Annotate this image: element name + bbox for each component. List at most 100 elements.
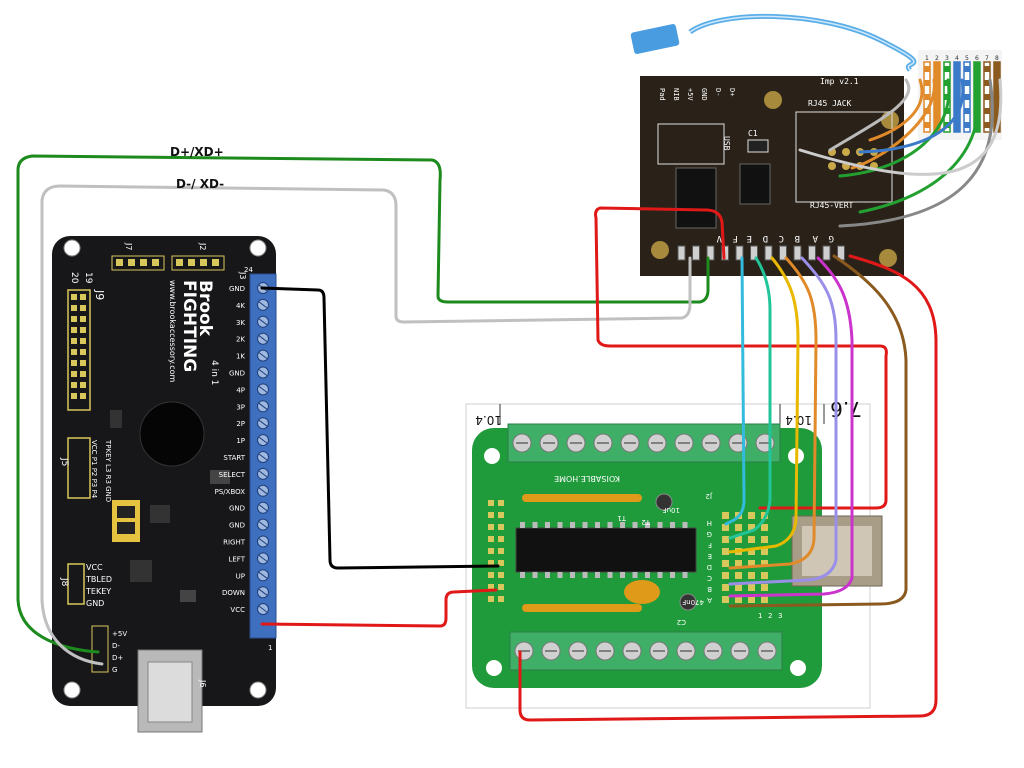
pin-number-1: 1 [268, 644, 272, 652]
header-pin [488, 524, 494, 530]
side-label-tbled: TBLED [85, 575, 112, 584]
mini-label-g: G [112, 666, 117, 674]
wire-black-gnd [260, 286, 500, 570]
pin-label: GND [229, 522, 245, 530]
imp-header-pin [808, 245, 816, 261]
cable-strand [953, 61, 961, 133]
imp-header-pin [692, 245, 700, 261]
header-label-j9: J9 [93, 289, 106, 300]
pin-label: LEFT [228, 555, 245, 563]
header-pin [498, 512, 504, 518]
header-pin [761, 536, 768, 543]
side-label-tpkey: TPKEY L3 R3 GND [104, 439, 112, 502]
brook-fighting-board: Brook FIGHTING www.brookaccessory.com 4 … [52, 236, 277, 733]
header-pin [498, 524, 504, 530]
pin-label: 3P [236, 403, 245, 411]
kit-part-label: J2 [705, 492, 713, 500]
header-pin [498, 584, 504, 590]
mounting-hole [484, 448, 500, 464]
imp-header-pin [735, 245, 744, 261]
header-pin [176, 259, 183, 266]
header-pin [498, 500, 504, 506]
pin-label: 3K [236, 319, 245, 327]
header-label-j5: J5 [59, 457, 69, 466]
cable-pin-number: 4 [955, 55, 959, 62]
cable-pin-number: 1 [925, 55, 929, 62]
header-pin [722, 572, 729, 579]
header-label-j2: J2 [198, 242, 207, 250]
side-label-tekey: TEKEY [85, 587, 111, 596]
dip-chip [515, 527, 697, 573]
kit-part-label: C2 [677, 618, 686, 626]
pin-label: DOWN [222, 589, 245, 597]
wires [16, 154, 938, 722]
jack-internal-wires [798, 78, 1003, 228]
header-pin [188, 259, 195, 266]
pin-label: 1P [236, 437, 245, 445]
header-pin [735, 572, 742, 579]
header-pin [71, 393, 77, 399]
pin-label: VCC [230, 606, 245, 614]
header-pin [748, 584, 755, 591]
pin-label: 2K [236, 336, 245, 344]
wire-red-vcc [260, 588, 498, 628]
jack-pin [842, 148, 850, 156]
header-pin [128, 259, 135, 266]
header-label-j8: J8 [59, 577, 69, 587]
imp-top-label: GND [700, 88, 708, 101]
jack-pin [828, 162, 836, 170]
imp-pin-letter: V [716, 233, 722, 243]
header-pin [71, 338, 77, 344]
imp-header-pin [779, 245, 787, 261]
header-pin [71, 316, 77, 322]
header-pin [748, 560, 755, 567]
pin-label: GND [229, 370, 245, 378]
mounting-hole [486, 660, 502, 676]
electrolytic-cap [655, 493, 673, 511]
imp-header-pin [822, 245, 831, 261]
header-label-j6: J6 [198, 679, 207, 687]
header-pin [71, 327, 77, 333]
imp-top-label: NIB [672, 88, 680, 101]
cap-bar-bottom [522, 604, 642, 612]
smd-component [130, 560, 152, 582]
imp-cap-label: C1 [748, 129, 758, 138]
rj45-jack-outline [795, 111, 893, 203]
header-pin [761, 524, 768, 531]
header-pin [748, 512, 755, 519]
cable-pin-number: 5 [965, 55, 969, 62]
imp-header-pin [750, 245, 758, 261]
kit-corner-number: 1 [758, 612, 762, 620]
cable-pin-number: 6 [975, 55, 979, 62]
kit-side-letter: E [708, 552, 712, 560]
mini-label-dp: D+ [112, 654, 123, 662]
side-label-vcc: VCC [86, 563, 103, 572]
header-pin [80, 294, 86, 300]
usb-footprint [657, 123, 725, 165]
header-pin [498, 572, 504, 578]
cap-c1 [747, 139, 769, 153]
dimension-right: 10.4 [785, 413, 812, 427]
header-pin [488, 500, 494, 506]
imp-title: Imp v2.1 [820, 77, 859, 86]
header-pin [722, 536, 729, 543]
header-pin [748, 572, 755, 579]
pin-label: 1K [236, 353, 245, 361]
header-label-19: 19 [83, 272, 93, 284]
side-label-vcc-p1: VCC P1 P2 P3 P4 [90, 440, 98, 499]
j8-header [67, 563, 85, 605]
mounting-hole [651, 241, 669, 259]
kit-side-letter: C [707, 574, 712, 582]
header-pin [748, 536, 755, 543]
wire-cyan [724, 256, 746, 526]
imp-jack-ref: RJ45-VERT [810, 201, 854, 210]
header-pin [488, 572, 494, 578]
brand-subtitle: 4 in 1 [209, 360, 219, 385]
wire-gray-dminus [40, 184, 692, 666]
label-dminus: D-/ XD- [176, 177, 224, 191]
brand-line2: FIGHTING [179, 280, 199, 372]
imp-pin-letter: B [795, 233, 800, 243]
header-pin [498, 596, 504, 602]
